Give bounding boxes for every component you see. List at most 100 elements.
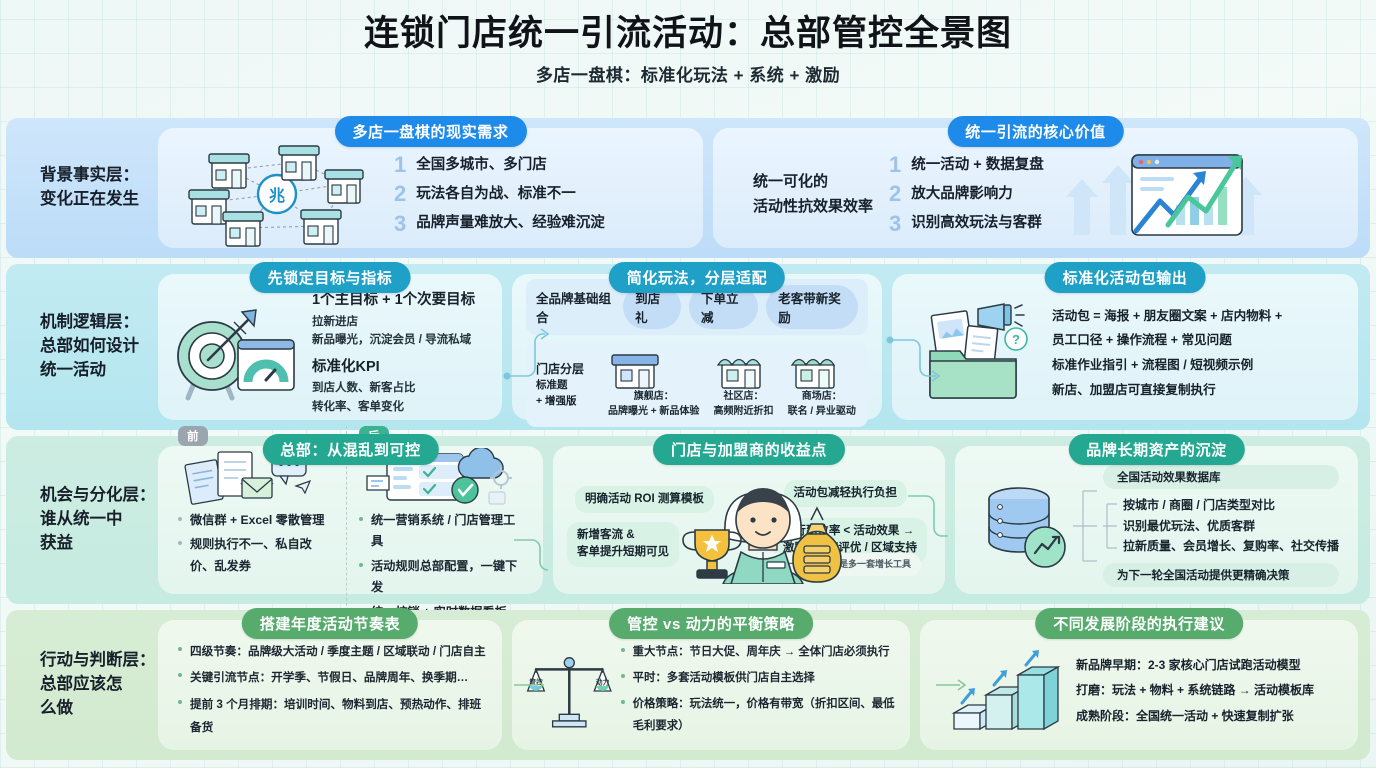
brand-asset-list: 全国活动效果数据库 按城市 / 商圈 / 门店类型对比 识别最优玩法、优质客群 … <box>1103 465 1340 587</box>
stairs-growth-icon <box>951 650 1061 731</box>
list-item: 统一营销系统 / 门店管理工具 <box>359 510 523 553</box>
goal-sub: 新品曝光，沉淀会员 / 导流私域 <box>312 334 472 347</box>
number-1: 1 <box>394 152 407 178</box>
list-item: 识别高效玩法与客群 <box>911 214 1042 231</box>
card-balance-strategy[interactable]: 管控 vs 动力的平衡策略 管控 动力 <box>512 608 910 750</box>
list-item: 微信群 + Excel 零散管理 <box>178 510 334 531</box>
before-column: 前 <box>172 426 340 626</box>
card-title-pill: 先锁定目标与指标 <box>249 262 411 293</box>
card-core-value[interactable]: 统一引流的核心价值 统一可化的 活动性抗效果效率 1 2 3 统一活动 + 数据… <box>713 116 1358 248</box>
band-label-opportunity: 机会与分化层： 谁从统一中 获益 <box>40 486 156 552</box>
card-title-pill: 总部：从混乱到可控 <box>262 434 439 465</box>
asset-bottom-pill: 为下一轮全国活动提供更精确决策 <box>1103 562 1340 587</box>
asset-top-pill: 全国活动效果数据库 <box>1103 465 1340 490</box>
number-column: 1 2 3 <box>394 150 406 237</box>
band-body-3: 总部：从混乱到可控 前 <box>158 426 1370 626</box>
band-background-layer: 背景事实层： 变化正在发生 多店一盘棋的现实需求 兆 <box>6 116 1370 258</box>
package-line: 活动包 = 海报 + 朋友圈文案 + 店内物料 + <box>1052 308 1283 323</box>
balance-scale-icon: 管控 动力 <box>526 657 612 728</box>
band-body-2: 先锁定目标与指标 <box>158 262 1370 430</box>
page-header: 连锁门店统一引流活动：总部管控全景图 多店一盘棋：标准化玩法 + 系统 + 激励 <box>0 0 1376 94</box>
trophy <box>682 529 742 579</box>
band-body-4: 搭建年度活动节奏表 四级节奏：品牌级大活动 / 季度主题 / 区域联动 / 门店… <box>158 608 1370 760</box>
bubble-package: 活动包减轻执行负担 <box>783 480 907 508</box>
kpi-sub: 到店人数、新客占比 <box>312 382 416 395</box>
goals-text-block: 1个主目标 + 1个次要目标 拉新进店 新品曝光，沉淀会员 / 导流私域 标准化… <box>312 289 475 416</box>
target-gauge-icon <box>177 309 295 401</box>
page-subtitle: 多店一盘棋：标准化玩法 + 系统 + 激励 <box>535 66 841 86</box>
asset-line: 拉新质量、会员增长、复购率、社交传播 <box>1123 539 1340 554</box>
card-title-pill: 统一引流的核心价值 <box>947 116 1124 147</box>
band-opportunity-layer: 机会与分化层： 谁从统一中 获益 总部：从混乱到可控 前 <box>6 426 1370 626</box>
band-mechanism-layer: 机制逻辑层： 总部如何设计 统一活动 先锁定目标与指标 <box>6 262 1370 430</box>
tier-community[interactable]: 社区店： 高频附近折扣 <box>714 350 774 419</box>
list-item: 活动规则总部配置，一键下发 <box>359 556 523 599</box>
value-numbered-list: 1 2 3 统一活动 + 数据复盘 放大品牌影响力 识别高效玩法与客群 <box>889 150 1044 237</box>
list-item: 价格策略：玩法统一，价格有带宽（折扣区间、最低毛利要求） <box>620 693 896 739</box>
stage-lines: 新品牌早期：2-3 家核心门店试跑活动模型 打磨：玩法 + 物料 + 系统链路 … <box>1076 653 1314 729</box>
card-title-pill: 简化玩法，分层适配 <box>608 262 786 293</box>
card-hq-control[interactable]: 总部：从混乱到可控 前 <box>158 426 543 626</box>
card-standard-package[interactable]: 标准化活动包输出 <box>892 262 1358 420</box>
list-item: 重大节点：节日大促、周年庆 → 全体门店必须执行 <box>620 641 896 664</box>
list-item: 规则执行不一、私自改价、乱发券 <box>178 534 334 577</box>
list-item: 品牌声量难放大、经验难沉淀 <box>416 214 605 231</box>
card-title-pill: 管控 vs 动力的平衡策略 <box>609 608 813 639</box>
goal-heading: 1个主目标 + 1个次要目标 <box>312 292 476 309</box>
package-line: 员工口径 + 操作流程 + 常见问题 <box>1052 333 1232 348</box>
list-item: 玩法各自为战、标准不一 <box>416 185 576 202</box>
svg-text:兆: 兆 <box>269 187 285 205</box>
store-blue-icon <box>611 354 659 389</box>
megaphone-folder-icon: ? <box>929 303 1028 399</box>
stage-line: 打磨：玩法 + 物料 + 系统链路 → 活动模板库 <box>1076 683 1315 698</box>
chip-item[interactable]: 老客带新奖励 <box>766 285 858 329</box>
card-multi-store-demand[interactable]: 多店一盘棋的现实需求 兆 <box>158 116 703 248</box>
number-2: 2 <box>889 181 902 207</box>
band-body-1: 多店一盘棋的现实需求 兆 <box>158 116 1370 258</box>
tier-name: 商场店： <box>801 391 842 402</box>
bubble-roi: 明确活动 ROI 测算模板 <box>575 486 714 514</box>
number-3: 3 <box>394 210 407 236</box>
goal-sub: 拉新进店 <box>312 315 358 328</box>
card-annual-rhythm[interactable]: 搭建年度活动节奏表 四级节奏：品牌级大活动 / 季度主题 / 区域联动 / 门店… <box>158 608 502 750</box>
balance-list: 重大节点：节日大促、周年庆 → 全体门店必须执行 平时：多套活动模板供门店自主选… <box>620 641 896 741</box>
tier-desc: 高频附近折扣 <box>713 405 774 417</box>
tier-left-label: 门店分层 标准题 + 增强版 <box>536 360 598 410</box>
card-title-pill: 搭建年度活动节奏表 <box>241 608 419 639</box>
list-item: 放大品牌影响力 <box>911 185 1013 202</box>
tier-flagship[interactable]: 旗舰店： 品牌曝光 + 新品体验 <box>608 350 699 419</box>
core-value-lead: 统一可化的 活动性抗效果效率 <box>753 172 874 216</box>
package-lines: 活动包 = 海报 + 朋友圈文案 + 店内物料 + 员工口径 + 操作流程 + … <box>1052 304 1282 402</box>
branch-lines <box>1073 490 1097 562</box>
database-trend-icon <box>988 487 1066 568</box>
band-label-mechanism: 机制逻辑层： 总部如何设计 统一活动 <box>40 313 139 379</box>
stage-line: 新品牌早期：2-3 家核心门店试跑活动模型 <box>1076 658 1301 673</box>
list-item: 全国多城市、多门店 <box>416 156 547 173</box>
list-item: 平时：多套活动模板供门店自主选择 <box>620 667 896 690</box>
divider <box>346 426 347 626</box>
card-simplify-play[interactable]: 简化玩法，分层适配 全品牌基础组合 到店礼 下单立减 老客带新奖励 门店分层 标… <box>512 262 882 427</box>
chip-head: 全品牌基础组合 <box>536 292 612 325</box>
tier-desc: 联名 / 异业驱动 <box>787 405 856 417</box>
tier-mall[interactable]: 商场店： 联名 / 异业驱动 <box>788 350 856 419</box>
card-store-benefits[interactable]: 门店与加盟商的收益点 明确活动 ROI 测算模板 新增客流 & 客单提升短期可见… <box>553 434 945 594</box>
card-lock-goals[interactable]: 先锁定目标与指标 <box>158 262 502 420</box>
tier-name: 旗舰店： <box>633 391 674 402</box>
stage-line: 成熟阶段：全国统一活动 + 快速复制扩张 <box>1076 708 1294 723</box>
demand-numbered-list: 1 2 3 全国多城市、多门店 玩法各自为战、标准不一 品牌声量难放大、经验难沉… <box>394 150 605 237</box>
store-tier-box: 门店分层 标准题 + 增强版 旗舰店： <box>526 342 868 427</box>
card-stage-advice[interactable]: 不同发展阶段的执行建议 <box>920 608 1358 750</box>
list-item: 关键引流节点：开学季、节假日、品牌周年、换季期… <box>178 666 488 689</box>
svg-text:?: ? <box>1012 332 1020 347</box>
asset-line: 识别最优玩法、优质客群 <box>1123 518 1256 533</box>
bubble-traffic: 新增客流 & 客单提升短期可见 <box>567 522 679 567</box>
tier-title: 门店分层 <box>536 361 585 376</box>
list-item: 统一活动 + 数据复盘 <box>911 156 1044 173</box>
number-2: 2 <box>394 181 407 207</box>
number-1: 1 <box>889 152 902 178</box>
page-title: 连锁门店统一引流活动：总部管控全景图 <box>363 14 1012 53</box>
store-teal-icon <box>716 358 761 389</box>
after-list: 统一营销系统 / 门店管理工具 活动规则总部配置，一键下发 统一核销 + 实时数… <box>359 510 523 623</box>
card-brand-assets[interactable]: 品牌长期资产的沉淀 <box>955 434 1358 594</box>
